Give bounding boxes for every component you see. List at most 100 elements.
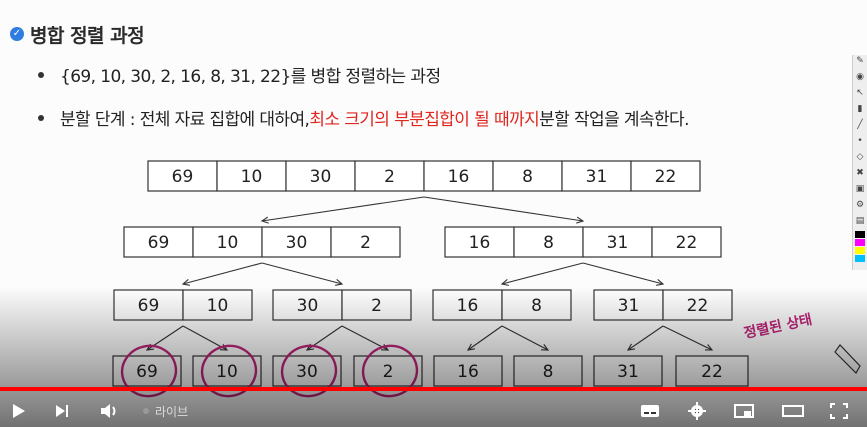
annotation-toolbar: ✎ ◉ ↖ ▮ ╱ • ◇ ✖ ▣ ⚙ ▤ — [852, 55, 867, 270]
cell-value: 16 — [469, 233, 491, 253]
cell-value: 31 — [618, 296, 640, 316]
cell-value: 69 — [172, 167, 194, 187]
bullet-dot — [38, 114, 44, 121]
cell-value: 8 — [543, 362, 554, 382]
split-arrow — [261, 262, 343, 285]
pencil-cursor-icon — [834, 344, 861, 374]
heading-text: 병합 정렬 과정 — [30, 24, 145, 47]
cell-value: 30 — [297, 296, 319, 316]
check-bullet-icon: ✓ — [10, 27, 24, 41]
array-cell — [261, 226, 332, 258]
slide-heading: ✓ 병합 정렬 과정 — [10, 20, 145, 48]
theater-icon[interactable] — [782, 403, 804, 419]
shape-icon[interactable]: ◇ — [856, 152, 864, 162]
arrow-icon[interactable]: ↖ — [856, 88, 864, 98]
subtitles-icon[interactable] — [640, 403, 660, 419]
array-cell — [216, 160, 287, 192]
live-dot — [143, 408, 149, 414]
pen-icon[interactable]: ✎ — [856, 56, 864, 66]
page-icon[interactable]: ▤ — [855, 216, 865, 226]
line-icon[interactable]: ╱ — [857, 120, 863, 130]
arrow-head — [260, 216, 269, 224]
cell-value: 30 — [310, 167, 332, 187]
cell-value: 31 — [607, 233, 629, 253]
cell-value: 8 — [522, 167, 533, 187]
color-swatch[interactable] — [855, 231, 865, 238]
color-swatch[interactable] — [855, 247, 865, 254]
gear-icon[interactable]: ⚙ — [855, 200, 865, 210]
live-indicator[interactable]: 라이브 — [143, 403, 188, 420]
player-controls: 라이브 — [0, 395, 867, 427]
array-cell — [423, 160, 494, 192]
cell-value: 22 — [655, 167, 677, 187]
cell-value: 8 — [531, 296, 542, 316]
fullscreen-icon[interactable] — [830, 403, 848, 419]
split-arrow — [501, 325, 549, 351]
marker-icon[interactable]: ▮ — [857, 104, 863, 114]
array-cell — [147, 160, 218, 192]
arrow-head — [181, 279, 190, 286]
cell-value: 8 — [543, 233, 554, 253]
cell-value: 2 — [371, 296, 382, 316]
bullet-dot — [38, 71, 44, 78]
eye-icon[interactable]: ◉ — [856, 72, 864, 82]
array-cell — [630, 160, 701, 192]
cell-value: 16 — [448, 167, 470, 187]
bullet-text-2-highlight: 최소 크기의 부분집합이 될 때까지 — [309, 110, 540, 130]
split-arrow — [261, 196, 425, 222]
cell-value: 22 — [701, 362, 723, 382]
camera-icon[interactable]: ▣ — [855, 184, 865, 194]
progress-bar[interactable] — [0, 387, 867, 391]
array-cell — [561, 160, 632, 192]
cell-value: 10 — [241, 167, 263, 187]
array-cell — [513, 226, 584, 258]
bullet-item-2: 분할 단계 : 전체 자료 집합에 대하여, 최소 크기의 부분집합이 될 때까… — [38, 105, 689, 130]
miniplayer-icon[interactable] — [734, 403, 754, 419]
split-arrow — [501, 262, 584, 285]
cell-value: 69 — [138, 296, 160, 316]
arrow-head — [335, 279, 344, 286]
cell-value: 16 — [457, 296, 479, 316]
array-cell — [651, 226, 722, 258]
cell-value: 31 — [617, 362, 639, 382]
arrow-head — [500, 279, 509, 286]
bullet-text-1: {69, 10, 30, 2, 16, 8, 31, 22}를 병합 정렬하는 … — [60, 67, 441, 87]
handwritten-annotation: 정렬된 상태 — [742, 311, 813, 342]
color-swatch[interactable] — [855, 239, 865, 246]
cell-value: 22 — [676, 233, 698, 253]
volume-icon[interactable] — [100, 403, 120, 419]
split-arrow — [467, 325, 503, 351]
array-cell — [354, 160, 425, 192]
cell-value: 2 — [384, 167, 395, 187]
cell-value: 10 — [216, 362, 238, 382]
next-icon[interactable] — [54, 403, 70, 419]
cell-value: 10 — [207, 296, 229, 316]
array-cell — [492, 160, 563, 192]
cell-value: 69 — [136, 362, 158, 382]
dot-icon[interactable]: • — [857, 136, 863, 146]
live-label: 라이브 — [155, 404, 189, 419]
trash-icon[interactable]: ✖ — [856, 168, 864, 178]
cell-value: 10 — [217, 233, 239, 253]
cell-value: 2 — [383, 362, 394, 382]
bullet-text-2-pre: 분할 단계 : 전체 자료 집합에 대하여, — [60, 110, 310, 130]
settings-icon[interactable] — [688, 402, 706, 420]
cell-value: 16 — [457, 362, 479, 382]
cell-value: 22 — [687, 296, 709, 316]
cell-value: 2 — [360, 233, 371, 253]
cell-value: 31 — [586, 167, 608, 187]
cell-value: 69 — [148, 233, 170, 253]
arrow-head — [656, 279, 665, 286]
play-icon[interactable] — [10, 403, 26, 419]
color-swatch[interactable] — [855, 255, 865, 262]
split-arrow — [423, 196, 584, 222]
progress-fill — [0, 387, 867, 391]
split-arrow — [627, 325, 664, 351]
cell-value: 30 — [296, 362, 318, 382]
array-cell — [330, 226, 401, 258]
array-cell — [582, 226, 653, 258]
split-arrow — [662, 325, 713, 351]
split-arrow — [582, 262, 664, 285]
arrow-head — [576, 216, 585, 224]
